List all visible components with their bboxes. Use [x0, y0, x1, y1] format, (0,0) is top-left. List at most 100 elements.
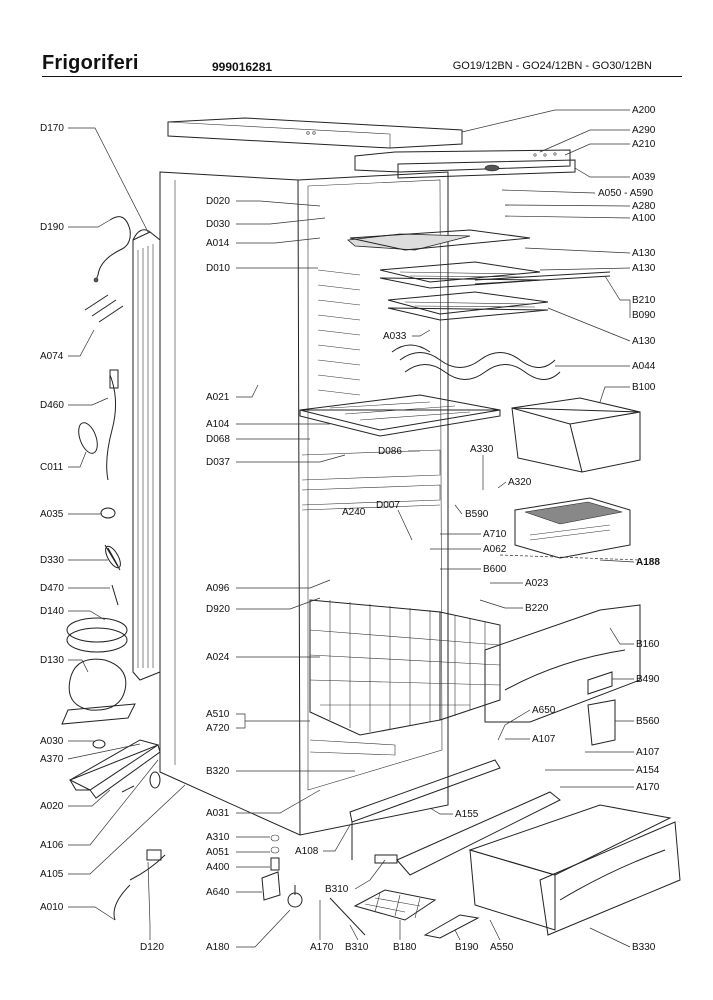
page-header: Frigoriferi 999016281 GO19/12BN - GO24/1… — [42, 48, 682, 80]
label-A031: A031 — [206, 808, 230, 819]
label-B190: B190 — [455, 942, 479, 953]
label-B210: B210 — [632, 295, 656, 306]
leader-lines — [67, 109, 635, 948]
ice-tray — [353, 889, 437, 921]
crisper-box — [511, 397, 641, 473]
label-A023: A023 — [525, 578, 549, 589]
part-labels: A200 A290 A210 A039 A050 - A590 A280 A10… — [40, 105, 660, 953]
label-A200: A200 — [632, 105, 656, 116]
label-A510: A510 — [206, 709, 230, 720]
label-D010: D010 — [206, 263, 230, 274]
label-A100: A100 — [632, 213, 656, 224]
top-cover-group — [167, 117, 576, 179]
label-A030: A030 — [40, 736, 64, 747]
label-B310: B310 — [345, 942, 369, 953]
label-D020: D020 — [206, 196, 230, 207]
label-A105: A105 — [40, 869, 64, 880]
label-A010: A010 — [40, 902, 64, 913]
bottom-drawer — [349, 759, 681, 936]
label-A044: A044 — [632, 361, 656, 372]
label-A014: A014 — [206, 238, 230, 249]
label-A180: A180 — [206, 942, 230, 953]
label-A370: A370 — [40, 754, 64, 765]
glass-shelves — [347, 229, 611, 321]
label-D460: D460 — [40, 400, 64, 411]
label-D330: D330 — [40, 555, 64, 566]
label-A051: A051 — [206, 847, 230, 858]
label-A240: A240 — [342, 507, 366, 518]
label-D086: D086 — [378, 446, 402, 457]
model-list: GO19/12BN - GO24/12BN - GO30/12BN — [452, 60, 652, 72]
label-B490: B490 — [636, 674, 660, 685]
freezer-basket — [309, 599, 501, 736]
label-A035: A035 — [40, 509, 64, 520]
label-D170: D170 — [40, 123, 64, 134]
label-A188: A188 — [636, 557, 660, 568]
ice-cube-box — [499, 497, 641, 561]
document-title: Frigoriferi — [42, 52, 139, 74]
label-C011: C011 — [40, 462, 64, 473]
label-B600: B600 — [483, 564, 507, 575]
bottle-rack — [391, 344, 561, 380]
label-A050-A590: A050 - A590 — [598, 188, 653, 199]
refrigerator-cabinet — [132, 171, 449, 836]
label-A154: A154 — [636, 765, 660, 776]
label-A130: A130 — [632, 263, 656, 274]
label-B590: B590 — [465, 509, 489, 520]
label-D068: D068 — [206, 434, 230, 445]
label-A106: A106 — [40, 840, 64, 851]
label-A074: A074 — [40, 351, 64, 362]
middle-shelf — [299, 394, 501, 437]
label-A062: A062 — [483, 544, 507, 555]
label-B100: B100 — [632, 382, 656, 393]
header-rule — [42, 76, 682, 77]
label-B330: B330 — [632, 942, 656, 953]
label-D037: D037 — [206, 457, 230, 468]
label-A024: A024 — [206, 652, 230, 663]
label-A155: A155 — [455, 809, 479, 820]
label-A310: A310 — [206, 832, 230, 843]
label-D470: D470 — [40, 583, 64, 594]
label-B180: B180 — [393, 942, 417, 953]
label-A107: A107 — [636, 747, 660, 758]
label-A210: A210 — [632, 139, 656, 150]
filter-tubes — [84, 294, 124, 323]
label-A640: A640 — [206, 887, 230, 898]
label-D920: D920 — [206, 604, 230, 615]
label-A021: A021 — [206, 392, 230, 403]
label-A020: A020 — [40, 801, 64, 812]
label-A108: A108 — [295, 846, 319, 857]
small-hardware — [261, 834, 480, 939]
label-A033: A033 — [383, 331, 407, 342]
document-code: 999016281 — [212, 60, 273, 74]
label-D130: D130 — [40, 655, 64, 666]
label-A107: A107 — [532, 734, 556, 745]
label-D030: D030 — [206, 219, 230, 230]
label-A130: A130 — [632, 336, 656, 347]
label-A290: A290 — [632, 125, 656, 136]
label-B320: B320 — [206, 766, 230, 777]
label-B090: B090 — [632, 310, 656, 321]
label-A170: A170 — [310, 942, 334, 953]
label-B310: B310 — [325, 884, 349, 895]
label-A096: A096 — [206, 583, 230, 594]
mechanical-parts — [61, 216, 166, 921]
label-D120: D120 — [140, 942, 164, 953]
label-A550: A550 — [490, 942, 514, 953]
label-A320: A320 — [508, 477, 532, 488]
label-B220: B220 — [525, 603, 549, 614]
label-A720: A720 — [206, 723, 230, 734]
label-A039: A039 — [632, 172, 656, 183]
label-A710: A710 — [483, 529, 507, 540]
label-B560: B560 — [636, 716, 660, 727]
label-A650: A650 — [532, 705, 556, 716]
label-A280: A280 — [632, 201, 656, 212]
label-A130: A130 — [632, 248, 656, 259]
label-D140: D140 — [40, 606, 64, 617]
label-A330: A330 — [470, 444, 494, 455]
label-D190: D190 — [40, 222, 64, 233]
drawer-front — [484, 604, 641, 746]
label-D007: D007 — [376, 500, 400, 511]
label-A170: A170 — [636, 782, 660, 793]
